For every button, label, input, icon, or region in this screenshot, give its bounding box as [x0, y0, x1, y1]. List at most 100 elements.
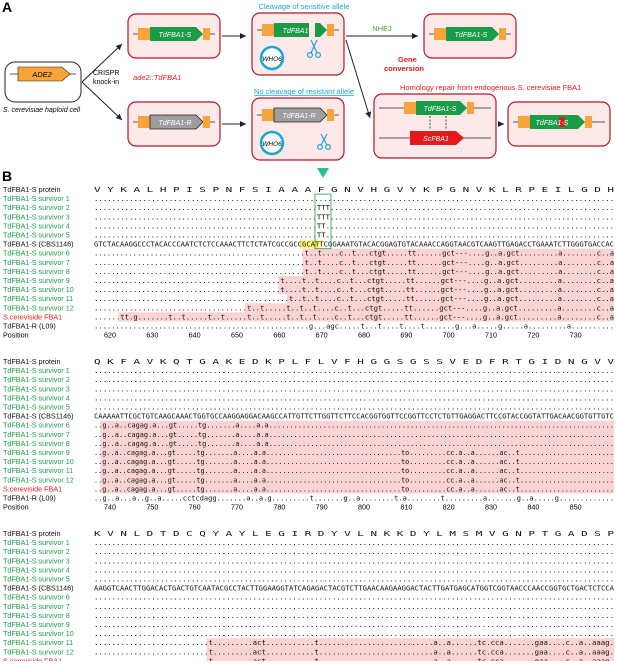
alignment-row-sequence: ........................................…: [94, 277, 614, 285]
cut-site-gap: [309, 21, 315, 39]
cut-site-highlight: [300, 239, 322, 249]
alignment-row-sequence: ..g..a..cagag.a...gt.....tg.......a....a…: [94, 440, 614, 448]
no-cleavage-gene-label: TdFBA1-R: [282, 113, 315, 120]
alignment-row-label: TdFBA1-S survivor 3: [3, 556, 70, 565]
position-tick: 630: [146, 331, 158, 340]
alignment-row-label: TdFBA1-S survivor 1: [3, 538, 70, 547]
no-cleavage-gene-arrow: [273, 107, 328, 123]
divergence-highlight: [206, 638, 614, 648]
alignment-row-sequence: ........................................…: [94, 195, 614, 203]
alignment-row-sequence: K V N L D T D C Q Y A Y L E G I R D Y V …: [94, 530, 614, 538]
alignment-row-label: TdFBA1-S survivor 8: [3, 267, 70, 276]
alignment-row-label: TdFBA1-S survivor 7: [3, 430, 70, 439]
haploid-cell-caption: S. cerevisiae haploid cell: [3, 107, 80, 114]
position-tick: 710: [485, 331, 497, 340]
alignment-row-sequence: ...................................t..t.…: [94, 304, 614, 312]
alignment-row-sequence: ........................................…: [94, 557, 614, 565]
alignment-row-sequence: ........................................…: [94, 259, 614, 267]
no-cleavage-flank-right: [327, 109, 334, 121]
position-tick: 810: [400, 503, 412, 512]
scfba1-gene-label: ScFBA1: [423, 136, 449, 143]
position-tick: 790: [316, 503, 328, 512]
alignment-row-label: TdFBA1-S survivor 3: [3, 384, 70, 393]
alignment-row-label: TdFBA1-R (L09): [3, 494, 56, 503]
alignment-row-label: TdFBA1-S survivor 4: [3, 565, 70, 574]
alignment-row-sequence: V Y K A L H P I S P N F S I A A A F G N …: [94, 186, 614, 194]
alignment-row-label: TdFBA1-S survivor 11: [3, 466, 73, 475]
alignment-row-label: TdFBA1-S survivor 2: [3, 203, 70, 212]
repaired-gene-arrow: [530, 115, 585, 129]
scissors-icon: [307, 39, 322, 58]
alignment-row-label: TdFBA1-S survivor 1: [3, 194, 70, 203]
arrow-to-resistant: [81, 81, 123, 121]
resistant-flank-right: [203, 116, 210, 128]
position-tick: 730: [570, 331, 582, 340]
who6-plasmid-icon: [259, 45, 285, 71]
alignment-row-sequence: ..g..a..cagag.a...gt.....tg.......a....a…: [94, 449, 614, 457]
divergence-highlight: [287, 294, 614, 304]
alignment-row-sequence: ........................................…: [94, 539, 614, 547]
cleavage-flank-left: [262, 24, 274, 36]
alignment-row-sequence: ........................................…: [94, 548, 614, 556]
divergence-highlight: [118, 312, 614, 322]
alignment-row-label: TdFBA1-S survivor 6: [3, 421, 70, 430]
alignment-row-label: TdFBA1-S survivor 6: [3, 249, 70, 258]
alignment-row-sequence: ........................................…: [94, 286, 614, 294]
resistant-gene-label: TdFBA1-R: [158, 120, 191, 127]
alignment-row-sequence: ..g..a..cagag.a...gt.....tg.......a....a…: [94, 422, 614, 430]
divergence-highlight: [206, 647, 614, 657]
homology-gene-label: TdFBA1-S: [424, 106, 457, 113]
alignment-row-sequence: GTCTACAAGGCCCTACACCCAATCTCTCCAAACTTCTCTA…: [94, 241, 614, 249]
position-tick: 840: [527, 503, 539, 512]
alignment-row-sequence: ........................................…: [94, 232, 614, 240]
resistant-flank-left: [138, 116, 150, 128]
alignment-row-label: TdFBA1-S survivor 4: [3, 393, 70, 402]
divergence-highlight: [100, 448, 615, 458]
position-tick: 760: [189, 503, 201, 512]
alignment-row-sequence: ........................................…: [94, 385, 614, 393]
alignment-row-sequence: ........................................…: [94, 268, 614, 276]
homology-flank-left: [404, 102, 416, 114]
panel-a-label: A: [2, 0, 12, 15]
alignment-row-label: TdFBA1-S protein: [3, 185, 61, 194]
alignment-row-label: TdFBA1-S survivor 9: [3, 276, 70, 285]
alignment-row-label: TdFBA1-S survivor 7: [3, 258, 70, 267]
sensitive-flank-right: [203, 28, 210, 40]
position-tick: 770: [231, 503, 243, 512]
alignment-row-label: TdFBA1-S survivor 5: [3, 575, 70, 584]
alignment-row-sequence: ........................................…: [94, 603, 614, 611]
alignment-row-sequence: ........................................…: [94, 367, 614, 375]
gene-conversion-label-2: conversion: [384, 64, 424, 73]
repaired-flank-right: [585, 116, 592, 128]
alignment-row-label: TdFBA1-S survivor 11: [3, 294, 73, 303]
locus-label: ade2::TdFBA1: [133, 73, 181, 82]
alignment-row-sequence: ..g..a..cagag.a...gt.....tg.......a....a…: [94, 476, 614, 484]
panel-b-label: B: [2, 168, 12, 184]
divergence-highlight: [100, 420, 614, 430]
alignment-row-sequence: ........................................…: [94, 612, 614, 620]
alignment-row-sequence: ..g..a..cagag.a...gt.....tg.......a....a…: [94, 431, 614, 439]
alignment-row-sequence: ........................................…: [94, 630, 614, 638]
position-tick: 820: [443, 503, 455, 512]
alignment-row-sequence: ..g..a...a..g..a.....cctcdagg.......a..a…: [94, 495, 614, 503]
no-cleavage-flank-left: [262, 109, 274, 121]
homology-gene-arrow: [416, 101, 467, 115]
alignment-row-label: S.cereviside FBA1: [3, 484, 62, 493]
alignment-row-label: S.cereviside FBA1: [3, 312, 62, 321]
sensitive-gene-arrow: [150, 27, 203, 41]
divergence-highlight: [244, 303, 615, 313]
alignment-row-sequence: ........................................…: [94, 204, 614, 212]
alignment-row-sequence: ........................................…: [94, 566, 614, 574]
alignment-row-sequence: ........................................…: [94, 222, 614, 230]
alignment-row-label: TdFBA1-S survivor 3: [3, 212, 70, 221]
alignment-row-label: TdFBA1-S (CBS1146): [3, 584, 74, 593]
alignment-row-sequence: ........................................…: [94, 576, 614, 584]
alignment-row-label: TdFBA1-S (CBS1146): [3, 412, 74, 421]
alignment-row-sequence: ..........................t.........act.…: [94, 657, 614, 661]
divergence-highlight: [100, 466, 615, 476]
position-tick: 660: [273, 331, 285, 340]
position-label: Position: [3, 331, 29, 340]
position-tick: 830: [485, 503, 497, 512]
arrow-gene-conversion: [345, 39, 372, 119]
